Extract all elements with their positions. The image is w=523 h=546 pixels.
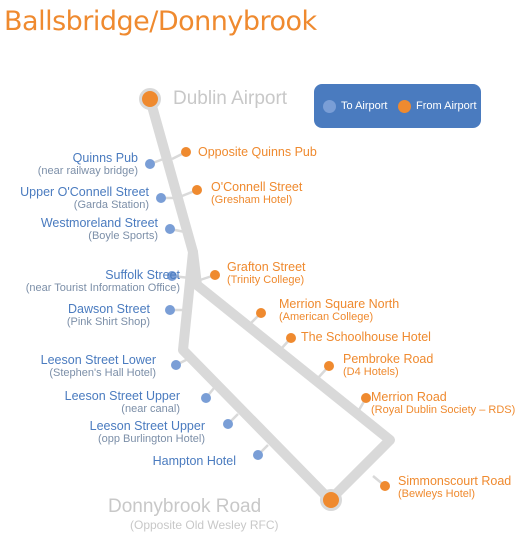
stop-dot-from-airport[interactable] bbox=[380, 481, 390, 491]
stop-sub: (near Tourist Information Office) bbox=[25, 282, 180, 295]
stop-name: Opposite Quinns Pub bbox=[198, 145, 317, 159]
stop-label-merrion-road[interactable]: Merrion Road (Royal Dublin Society – RDS… bbox=[371, 390, 515, 417]
stop-name: Simmonscourt Road bbox=[398, 474, 512, 488]
stop-dot-to-airport[interactable] bbox=[156, 193, 166, 203]
legend-dot-from-airport bbox=[398, 100, 411, 113]
stop-dot-from-airport[interactable] bbox=[256, 308, 266, 318]
stop-label-quinns-pub[interactable]: Quinns Pub (near railway bridge) bbox=[38, 151, 138, 178]
stop-sub: (Garda Station) bbox=[73, 199, 149, 212]
stop-sub: (Bewleys Hotel) bbox=[398, 488, 476, 501]
from-airport-stops bbox=[171, 147, 390, 491]
stop-label-suffolk-street[interactable]: Suffolk Street (near Tourist Information… bbox=[26, 268, 180, 295]
stop-name: Quinns Pub bbox=[72, 151, 138, 165]
route-line-to-airport bbox=[145, 94, 335, 505]
stop-dot-to-airport[interactable] bbox=[253, 450, 263, 460]
stop-dot-from-airport[interactable] bbox=[181, 147, 191, 157]
stop-name: O'Connell Street bbox=[211, 180, 303, 194]
stop-dot-from-airport[interactable] bbox=[192, 185, 202, 195]
stop-name: The Schoolhouse Hotel bbox=[301, 330, 431, 344]
stop-sub: (D4 Hotels) bbox=[343, 366, 399, 379]
stop-name: Dawson Street bbox=[68, 302, 150, 316]
stop-name: Leeson Street Lower bbox=[40, 353, 156, 367]
stop-label-simmonscourt-road[interactable]: Simmonscourt Road (Bewleys Hotel) bbox=[398, 474, 511, 501]
stop-dot-to-airport[interactable] bbox=[171, 360, 181, 370]
stop-sub: (Stephen's Hall Hotel) bbox=[49, 367, 156, 380]
stop-label-merrion-square-north[interactable]: Merrion Square North (American College) bbox=[279, 297, 399, 324]
stop-dot-to-airport[interactable] bbox=[165, 305, 175, 315]
stop-label-leeson-street-lower[interactable]: Leeson Street Lower (Stephen's Hall Hote… bbox=[41, 353, 156, 380]
stop-label-oconnell-street[interactable]: O'Connell Street (Gresham Hotel) bbox=[211, 180, 302, 207]
terminal-label-airport: Dublin Airport bbox=[173, 88, 288, 109]
terminal-dot-airport bbox=[139, 88, 161, 110]
stop-dot-from-airport[interactable] bbox=[210, 270, 220, 280]
stop-name: Upper O'Connell Street bbox=[20, 185, 149, 199]
stop-sub: (near railway bridge) bbox=[37, 165, 138, 178]
to-airport-stops bbox=[145, 156, 269, 460]
stop-name: Pembroke Road bbox=[343, 352, 434, 366]
stop-label-grafton-street[interactable]: Grafton Street (Trinity College) bbox=[227, 260, 306, 287]
stop-label-leeson-street-upper-burlington[interactable]: Leeson Street Upper (opp Burlington Hote… bbox=[90, 419, 205, 446]
stop-sub: (near canal) bbox=[121, 403, 180, 416]
stop-dot-to-airport[interactable] bbox=[145, 159, 155, 169]
legend: To Airport From Airport bbox=[314, 84, 481, 128]
legend-from-airport: From Airport bbox=[416, 100, 477, 112]
page-title: Ballsbridge/Donnybrook bbox=[4, 6, 317, 37]
stop-sub: (American College) bbox=[279, 311, 374, 324]
stop-label-westmoreland-street[interactable]: Westmoreland Street (Boyle Sports) bbox=[41, 216, 158, 243]
terminal-sub-donnybrook: (Opposite Old Wesley RFC) bbox=[130, 518, 279, 532]
stop-name: Leeson Street Upper bbox=[64, 389, 180, 403]
stop-dot-to-airport[interactable] bbox=[223, 419, 233, 429]
stop-dot-from-airport[interactable] bbox=[324, 361, 334, 371]
stop-dot-from-airport[interactable] bbox=[361, 393, 371, 403]
stop-sub: (Trinity College) bbox=[227, 274, 305, 287]
stop-dot-from-airport[interactable] bbox=[286, 333, 296, 343]
stop-name: Grafton Street bbox=[227, 260, 306, 274]
stop-name: Merrion Road bbox=[371, 390, 447, 404]
route-line-from-airport bbox=[188, 247, 395, 505]
stop-sub: (Boyle Sports) bbox=[88, 230, 158, 243]
stop-label-opposite-quinns-pub[interactable]: Opposite Quinns Pub bbox=[198, 145, 317, 159]
stop-sub: (Gresham Hotel) bbox=[211, 194, 293, 207]
stop-label-hampton-hotel[interactable]: Hampton Hotel bbox=[153, 454, 236, 468]
stop-label-schoolhouse-hotel[interactable]: The Schoolhouse Hotel bbox=[301, 330, 431, 344]
legend-to-airport: To Airport bbox=[341, 100, 388, 112]
stop-dot-to-airport[interactable] bbox=[167, 271, 177, 281]
stop-sub: (Royal Dublin Society – RDS) bbox=[371, 404, 516, 417]
stop-sub: (opp Burlington Hotel) bbox=[97, 433, 205, 446]
stop-label-leeson-street-upper-canal[interactable]: Leeson Street Upper (near canal) bbox=[65, 389, 180, 416]
legend-dot-to-airport bbox=[323, 100, 336, 113]
stop-name: Westmoreland Street bbox=[40, 216, 158, 230]
terminal-label-donnybrook: Donnybrook Road bbox=[108, 496, 262, 517]
stop-sub: (Pink Shirt Shop) bbox=[66, 316, 150, 329]
stop-name: Leeson Street Upper bbox=[89, 419, 205, 433]
stop-name: Hampton Hotel bbox=[152, 454, 236, 468]
terminal-dot-donnybrook bbox=[320, 489, 342, 511]
stop-name: Merrion Square North bbox=[279, 297, 400, 311]
stop-name: Suffolk Street bbox=[105, 268, 180, 282]
stop-dot-to-airport[interactable] bbox=[201, 393, 211, 403]
stop-dot-to-airport[interactable] bbox=[165, 224, 175, 234]
stop-label-pembroke-road[interactable]: Pembroke Road (D4 Hotels) bbox=[343, 352, 433, 379]
stop-label-dawson-street[interactable]: Dawson Street (Pink Shirt Shop) bbox=[67, 302, 150, 329]
stop-label-upper-oconnell-street[interactable]: Upper O'Connell Street (Garda Station) bbox=[20, 185, 149, 212]
